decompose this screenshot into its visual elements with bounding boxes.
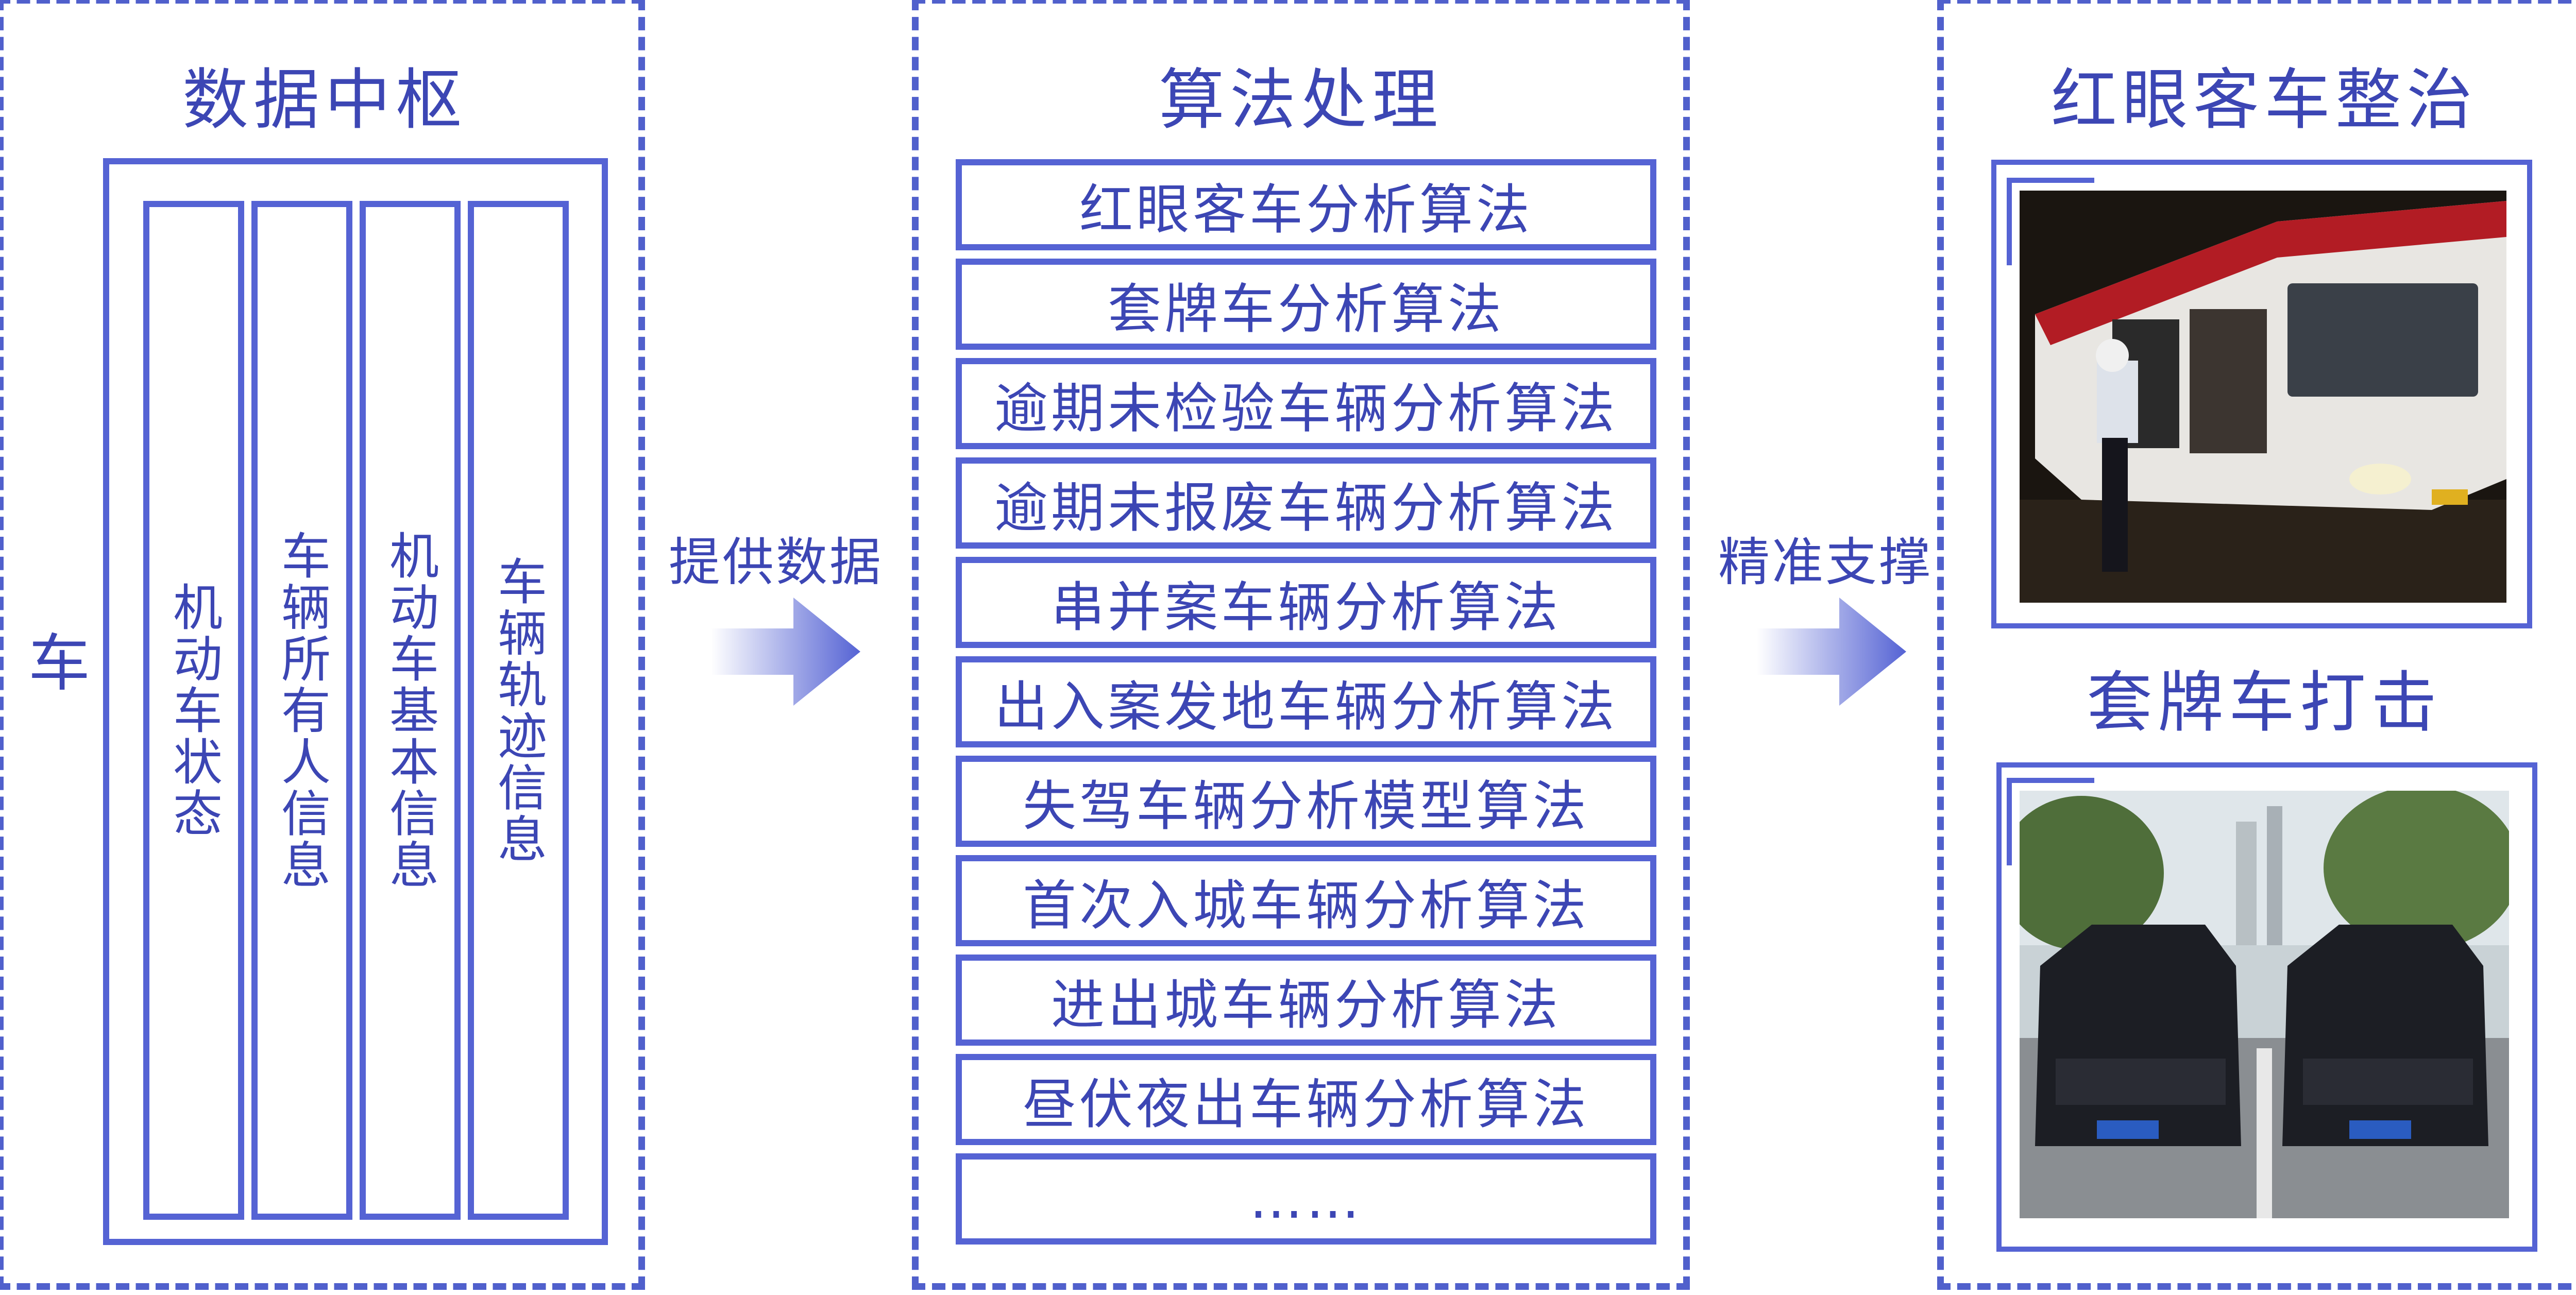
- algorithm-item: 逾期未报废车辆分析算法: [956, 457, 1656, 549]
- right-arrow-icon: [711, 598, 860, 706]
- photo-corner-accent: [2007, 178, 2094, 265]
- column-vehicle-trajectory: 车辆轨迹信息: [468, 201, 569, 1220]
- data-hub-outer-box: [103, 158, 608, 1245]
- algorithm-item-more: ……: [956, 1153, 1656, 1245]
- algorithm-item: 串并案车辆分析算法: [956, 557, 1656, 648]
- application-panel: [1937, 0, 2576, 1290]
- cars-photo-icon: [2020, 791, 2509, 1218]
- algorithm-item: 首次入城车辆分析算法: [956, 855, 1656, 946]
- algorithm-item: 进出城车辆分析算法: [956, 955, 1656, 1046]
- column-vehicle-basic-info: 机动车基本信息: [360, 201, 461, 1220]
- arrow1-label: 提供数据: [669, 532, 883, 592]
- data-hub-panel: [0, 0, 645, 1290]
- bus-photo-icon: [2020, 191, 2506, 603]
- data-hub-title: 数据中枢: [182, 62, 467, 139]
- algorithm-item: 失驾车辆分析模型算法: [956, 756, 1656, 847]
- algorithm-item: 套牌车分析算法: [956, 259, 1656, 350]
- algorithm-item: 昼伏夜出车辆分析算法: [956, 1054, 1656, 1145]
- algorithm-item: 红眼客车分析算法: [956, 159, 1656, 250]
- algorithm-title: 算法处理: [1158, 62, 1443, 139]
- right-arrow-icon: [1757, 598, 1906, 706]
- algorithm-item: 逾期未检验车辆分析算法: [956, 358, 1656, 449]
- cloned-plate-title: 套牌车打击: [2086, 664, 2442, 741]
- column-vehicle-status: 机动车状态: [143, 201, 244, 1220]
- algorithm-item: 出入案发地车辆分析算法: [956, 656, 1656, 747]
- vehicle-side-label: 车: [28, 628, 92, 700]
- photo-corner-accent: [2007, 778, 2094, 865]
- column-owner-info: 车辆所有人信息: [251, 201, 352, 1220]
- algorithm-panel: [912, 0, 1690, 1290]
- red-eye-bus-title: 红眼客车整治: [2050, 62, 2478, 139]
- arrow2-label: 精准支撑: [1718, 532, 1933, 592]
